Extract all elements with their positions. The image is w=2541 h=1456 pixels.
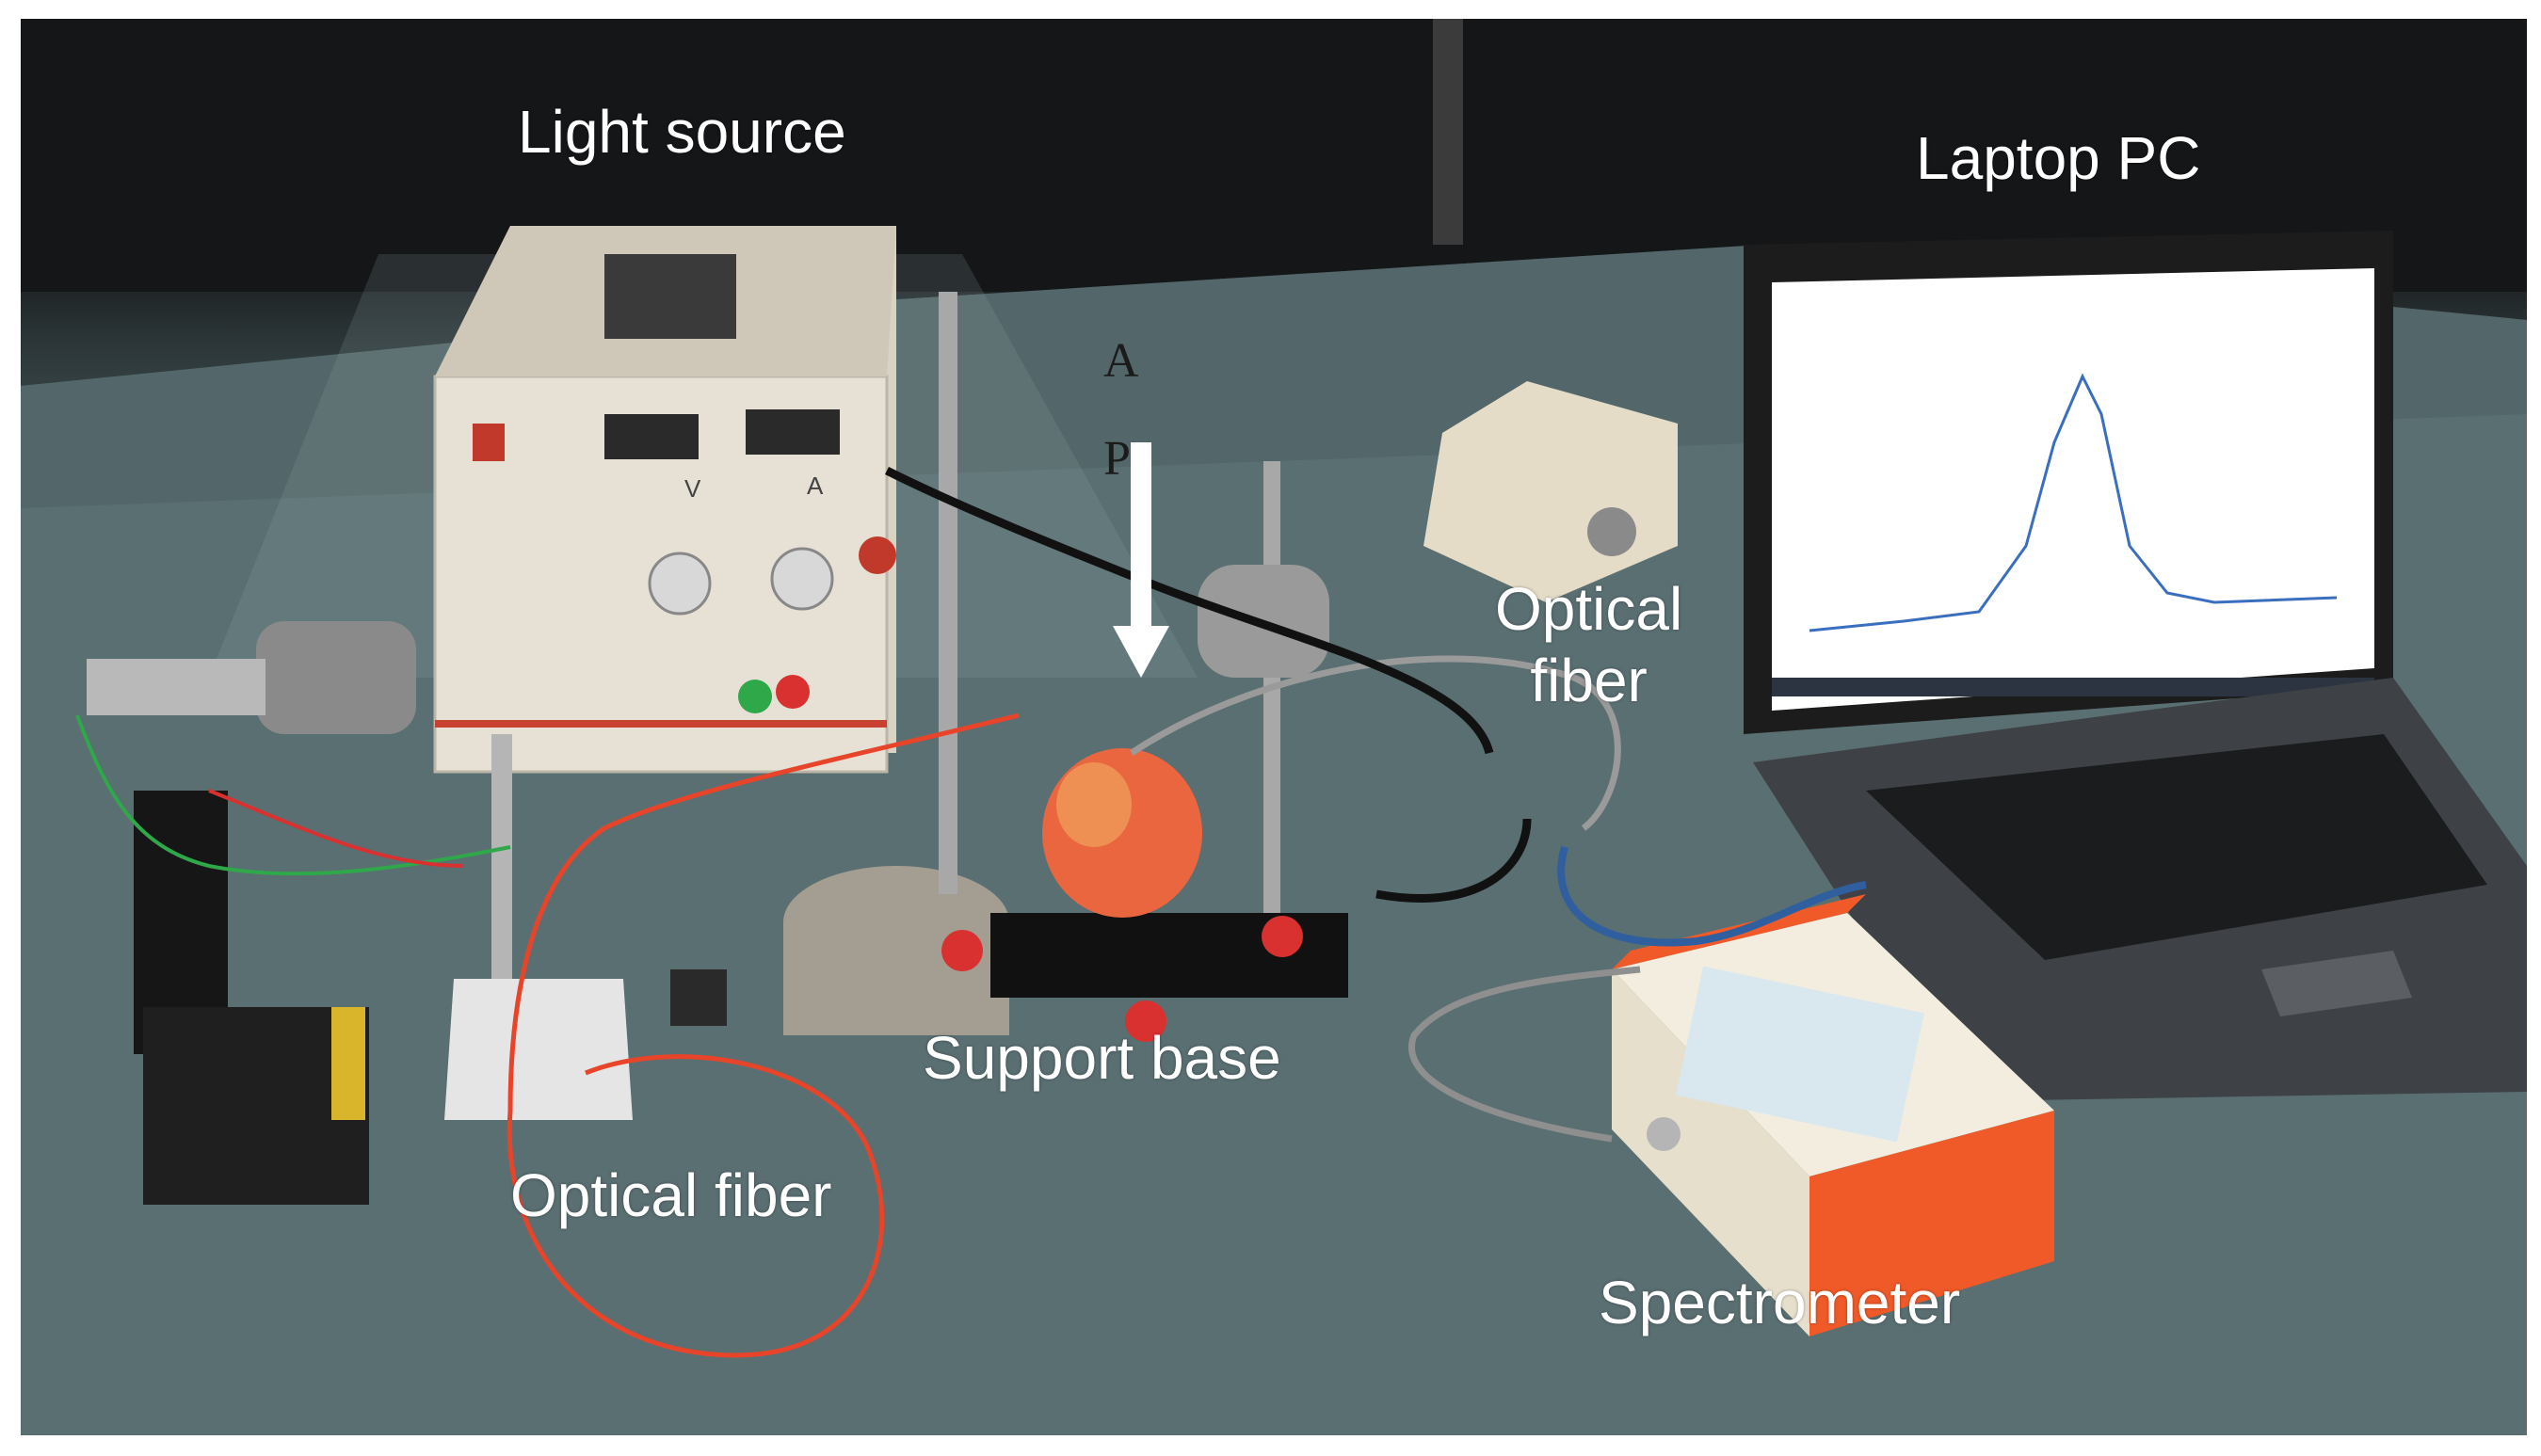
fiber-adapter-box xyxy=(1423,381,1678,602)
spectrometer-device xyxy=(1612,894,2054,1336)
down-arrow-icon xyxy=(1113,442,1169,678)
apple xyxy=(1042,748,1202,918)
label-laptop-pc: Laptop PC xyxy=(1916,124,2201,192)
label-optical-fiber-right-line1: Optical xyxy=(1495,575,1683,643)
lab-setup-photo: V A xyxy=(21,19,2527,1435)
label-support-base: Support base xyxy=(923,1024,1281,1092)
optical-fiber-cables xyxy=(75,466,1867,1358)
label-optical-fiber-right-line2: fiber xyxy=(1530,646,1648,714)
support-base xyxy=(783,292,1348,1042)
marker-letter-p: P xyxy=(1103,432,1131,486)
marker-letter-a: A xyxy=(1103,334,1139,388)
label-light-source: Light source xyxy=(518,98,846,166)
label-optical-fiber-right: Optical fiber xyxy=(1495,574,1682,716)
current-label: A xyxy=(807,472,824,500)
voltage-label: V xyxy=(684,474,701,503)
label-spectrometer: Spectrometer xyxy=(1599,1269,1961,1336)
laptop xyxy=(1744,231,2527,1101)
lamp-holder xyxy=(87,621,727,1205)
label-optical-fiber-left: Optical fiber xyxy=(510,1161,832,1229)
lab-scene: V A xyxy=(21,19,2527,1435)
light-source-box: V A xyxy=(433,226,896,774)
